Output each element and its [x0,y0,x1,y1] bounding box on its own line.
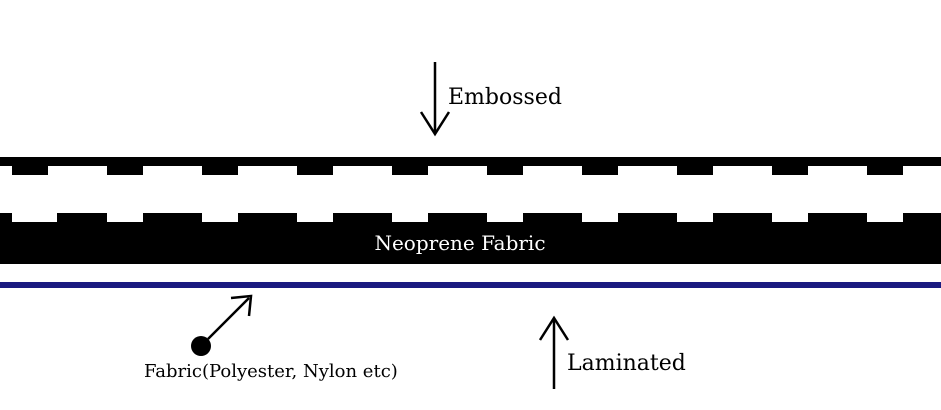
emboss-tooth-neoprene [143,213,202,223]
emboss-tooth-top [487,166,523,175]
emboss-tooth-top [867,166,903,175]
emboss-tooth-top [392,166,428,175]
emboss-tooth-neoprene [903,213,941,223]
pointer-dot [191,336,211,356]
emboss-tooth-top [12,166,48,175]
embossed-arrow [419,62,451,137]
emboss-tooth-top [107,166,143,175]
laminated-label: Laminated [567,351,686,376]
emboss-tooth-neoprene [0,213,12,223]
fabric-label: Fabric(Polyester, Nylon etc) [144,361,398,382]
emboss-tooth-top [297,166,333,175]
emboss-tooth-top [772,166,808,175]
emboss-tooth-neoprene [808,213,867,223]
emboss-tooth-neoprene [333,213,392,223]
laminated-arrow [538,315,570,389]
emboss-tooth-neoprene [428,213,487,223]
emboss-tooth-top [202,166,238,175]
emboss-tooth-neoprene [57,213,107,223]
emboss-tooth-neoprene [618,213,677,223]
emboss-tooth-neoprene [523,213,582,223]
neoprene-layer [0,213,941,264]
neoprene-label: Neoprene Fabric [374,231,545,255]
emboss-tooth-top [582,166,618,175]
emboss-tooth-neoprene [713,213,772,223]
top-embossed-strip [0,157,941,175]
embossed-label: Embossed [448,85,562,110]
emboss-tooth-top [677,166,713,175]
fabric-pointer [191,294,253,356]
emboss-tooth-neoprene [238,213,297,223]
fabric-layer [0,282,941,288]
